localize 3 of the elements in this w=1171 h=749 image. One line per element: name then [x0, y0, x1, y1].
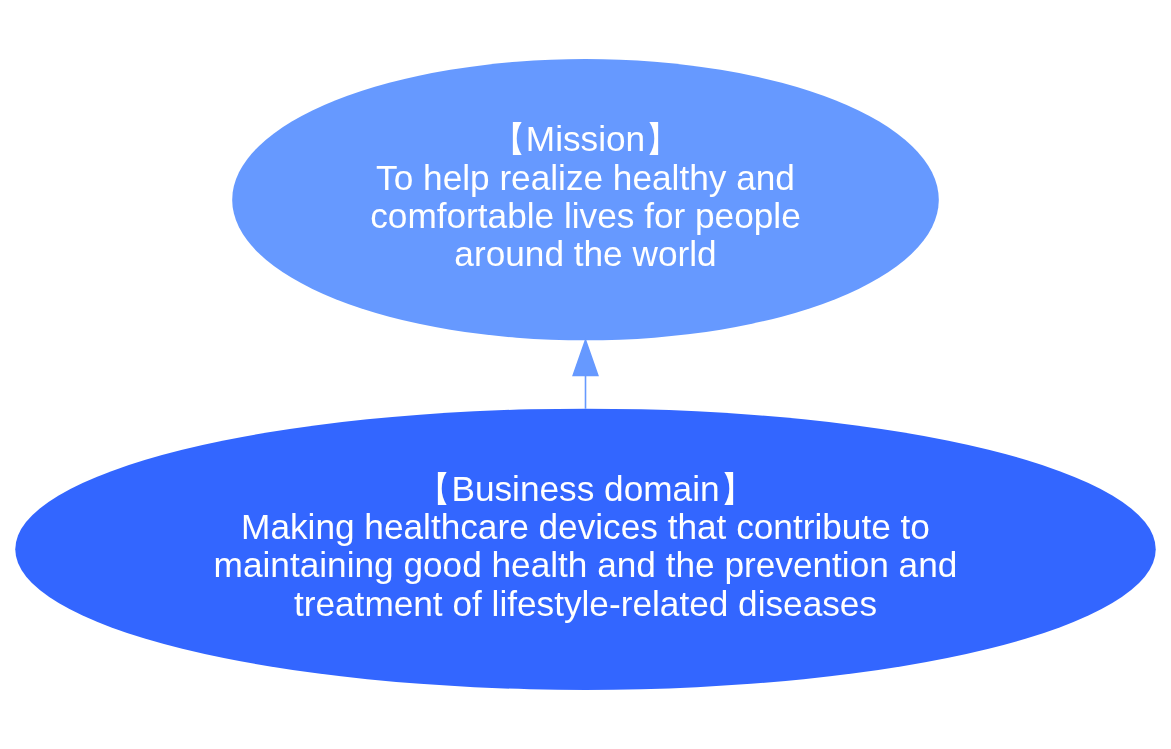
arrow [572, 337, 599, 410]
node-ellipse: 【Mission】 To help realize healthy and comfortable lives for people around the world [232, 59, 939, 341]
node-ellipse: 【Business domain】 Making healthcare devices that contribute to maintaining good health and the prevention and treatment of lifestyle-related diseases [15, 408, 1156, 690]
